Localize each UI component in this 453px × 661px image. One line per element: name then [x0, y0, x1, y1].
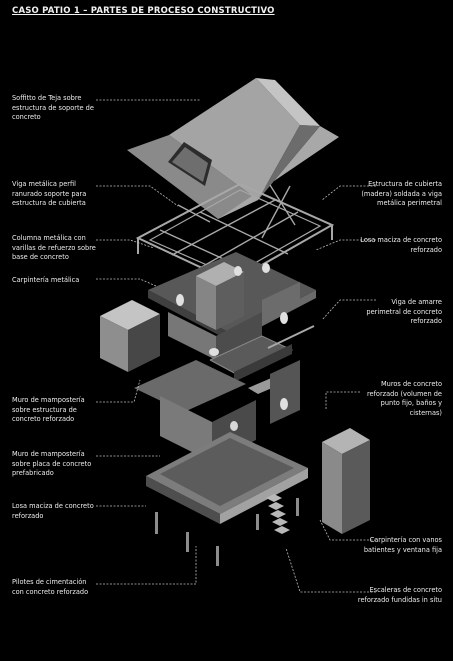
roof-eave-right — [218, 126, 339, 219]
leader-lines — [96, 99, 376, 593]
upper-slab-edge — [148, 290, 232, 342]
foundation-pile — [296, 498, 299, 516]
concrete-stairs — [266, 494, 290, 534]
upper-wall-right — [216, 312, 262, 360]
ground-wall-left — [160, 396, 212, 462]
leader-line — [321, 299, 376, 321]
annotation-upper-slab: Losa maciza de concreto reforzado — [360, 236, 442, 254]
ground-slab-recess — [160, 438, 294, 506]
upper-window — [234, 266, 242, 276]
annotation-masonry-wall-precast: Muro de mampostería sobre placa de concr… — [12, 450, 92, 477]
upper-wall-left — [168, 312, 216, 360]
ground-slab-edge — [146, 476, 220, 524]
annotation-roof-structure: Estructura de cubierta (madera) soldada … — [361, 180, 442, 207]
leader-line — [321, 185, 376, 201]
upper-module-top — [100, 300, 160, 330]
service-core-volume — [322, 428, 370, 534]
annotation-concrete-stairs: Escaleras de concreto reforzado fundidas… — [357, 586, 442, 604]
ground-window — [230, 421, 238, 431]
balcony-edge — [234, 344, 292, 382]
annotation-masonry-wall-structure: Muro de mampostería sobre estructura de … — [12, 396, 85, 423]
leader-line — [96, 185, 179, 207]
roof-plane-right — [258, 125, 320, 200]
tower-face-right — [216, 272, 244, 330]
leader-line — [315, 239, 376, 251]
roof-plane-left — [169, 78, 300, 200]
ground-floor-walls — [134, 360, 300, 462]
leader-line — [319, 519, 376, 541]
tower-face-left — [196, 276, 216, 330]
structure-rafter — [269, 184, 296, 226]
structure-beam — [171, 199, 276, 256]
upper-beam — [267, 325, 315, 349]
foundation-pile — [256, 514, 259, 530]
foundation-pile — [186, 532, 189, 552]
core-side — [342, 440, 370, 534]
annotation-window-carpentry: Carpintería con vanos batientes y ventan… — [363, 536, 442, 554]
annotation-piles: Pilotes de cimentación con concreto refo… — [12, 578, 89, 596]
annotation-tie-beam: Viga de amarre perimetral de concreto re… — [366, 298, 442, 325]
upper-module-front — [100, 316, 128, 372]
ground-wall-east — [270, 360, 300, 424]
upper-window — [280, 312, 288, 324]
ground-slab-edge — [220, 468, 308, 524]
foundation-pile — [155, 512, 158, 534]
core-top — [322, 428, 370, 454]
leader-line — [96, 239, 155, 249]
leader-line — [96, 278, 157, 287]
core-front — [322, 442, 342, 534]
leader-line — [96, 546, 197, 585]
annotation-metal-carpentry: Carpintería metálica — [12, 276, 80, 284]
upper-window — [262, 263, 270, 273]
annotation-slab: Losa maciza de concreto reforzado — [12, 502, 94, 520]
annotation-steel-beam: Viga metálica perfil ranurado soporte pa… — [12, 180, 87, 207]
ground-window — [280, 398, 288, 410]
structure-rafter — [177, 204, 211, 223]
structure-beam — [199, 211, 299, 269]
roof-ridge — [256, 78, 320, 126]
leader-line — [96, 379, 141, 403]
upper-window — [209, 348, 219, 356]
leader-line — [285, 547, 376, 593]
upper-wall-east — [262, 282, 300, 324]
upper-floor-assembly — [100, 252, 316, 382]
structure-beam — [199, 211, 289, 255]
upper-window — [176, 294, 184, 306]
foundation-pile — [216, 546, 219, 566]
diagram-title: CASO PATIO 1 – PARTES DE PROCESO CONSTRU… — [12, 6, 275, 16]
roof-assembly — [127, 78, 339, 219]
structure-rafter — [261, 185, 291, 239]
roof-dormer-glass — [172, 147, 208, 182]
annotation-concrete-walls: Muros de concreto reforzado (volumen de … — [366, 380, 442, 417]
structure-inner-ring — [148, 189, 322, 277]
tower-top — [196, 262, 244, 286]
leader-line — [325, 391, 360, 410]
annotation-roof-tile: Soffitto de Teja sobre estructura de sop… — [12, 94, 94, 121]
annotation-steel-column: Columna metálica con varillas de refuerz… — [12, 234, 96, 261]
upper-module-side — [128, 314, 160, 372]
ground-slab-assembly — [146, 432, 308, 566]
